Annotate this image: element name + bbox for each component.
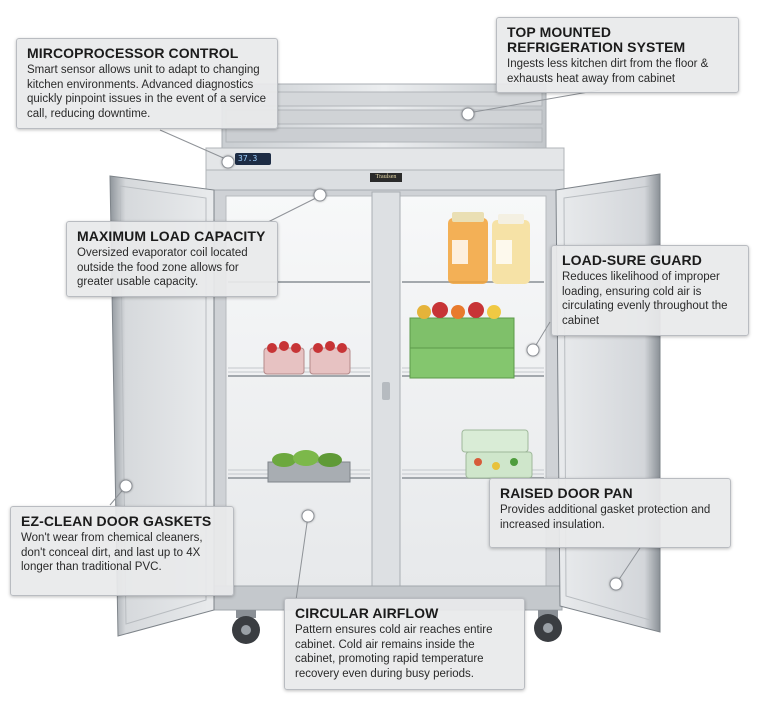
vegetable-tray [267,450,351,483]
callout-maximum-load-capacity: MAXIMUM LOAD CAPACITY Oversized evaporat… [66,221,278,297]
temperature-display: 37.3 [235,153,271,165]
hotspot-refrigeration[interactable] [461,107,475,121]
callout-title: LOAD-SURE GUARD [562,252,702,268]
casters [232,610,562,644]
callout-top-mounted-refrigeration: TOP MOUNTED REFRIGERATION SYSTEM Ingests… [496,17,739,93]
callout-body: Reduces likelihood of improper loading, … [562,271,728,327]
hotspot-microprocessor[interactable] [221,155,235,169]
produce-crates [409,302,515,379]
callout-body: Smart sensor allows unit to adapt to cha… [27,64,267,120]
hotspot-load-sure[interactable] [526,343,540,357]
callout-title: EZ-CLEAN DOOR GASKETS [21,513,212,529]
callout-title: MAXIMUM LOAD CAPACITY [77,228,266,244]
hotspot-door-pan[interactable] [609,577,623,591]
right-door [555,173,661,633]
callout-circular-airflow: CIRCULAR AIRFLOW Pattern ensures cold ai… [284,598,525,690]
brand-badge: Traulsen [370,173,402,182]
callout-load-sure-guard: LOAD-SURE GUARD Reduces likelihood of im… [551,245,749,336]
food-jugs [448,212,530,284]
callout-title: TOP MOUNTED REFRIGERATION SYSTEM [507,24,686,55]
leader-lines [109,89,641,601]
callout-raised-door-pan: RAISED DOOR PAN Provides additional gask… [489,478,731,548]
callout-title: RAISED DOOR PAN [500,485,633,501]
callout-body: Won't wear from chemical cleaners, don't… [21,532,203,573]
callout-title: MIRCOPROCESSOR CONTROL [27,45,239,61]
hotspot-load-capacity[interactable] [313,188,327,202]
callout-microprocessor-control: MIRCOPROCESSOR CONTROL Smart sensor allo… [16,38,278,129]
callout-body: Ingests less kitchen dirt from the floor… [507,58,709,85]
callout-body: Pattern ensures cold air reaches entire … [295,624,493,680]
strawberry-containers [263,341,351,375]
hotspot-airflow[interactable] [301,509,315,523]
callout-body: Oversized evaporator coil located outsid… [77,247,248,288]
callout-title: CIRCULAR AIRFLOW [295,605,439,621]
callout-ez-clean-door-gaskets: EZ-CLEAN DOOR GASKETS Won't wear from ch… [10,506,234,596]
salad-containers [461,429,533,479]
hotspot-gaskets[interactable] [119,479,133,493]
callout-body: Provides additional gasket protection an… [500,504,711,531]
